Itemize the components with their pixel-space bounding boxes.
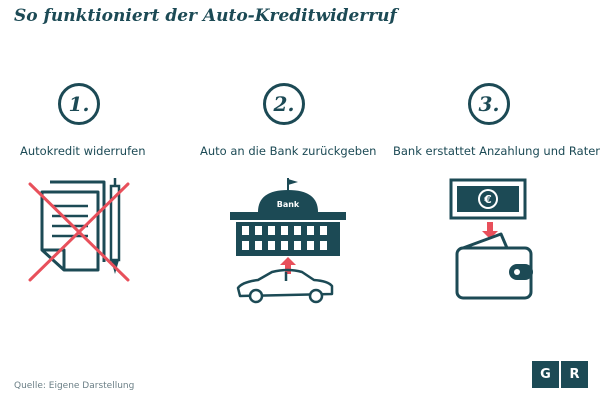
step-2-label: Auto an die Bank zurückgeben — [200, 144, 377, 158]
refund-illustration: € — [449, 178, 533, 300]
step-1-label: Autokredit widerrufen — [20, 144, 146, 158]
bank-building-icon: Bank — [230, 178, 346, 256]
logo-letter-g: G — [532, 361, 559, 388]
step-3-label: Bank erstattet Anzahlung und Raten — [393, 144, 600, 158]
banknote-icon: € — [449, 178, 527, 220]
car-icon — [236, 268, 334, 304]
gr-logo: G R — [532, 361, 588, 388]
step-3-number: 3. — [468, 83, 510, 125]
crossed-document-icon — [28, 178, 130, 282]
cross-mark-icon — [28, 182, 130, 282]
bank-sign-label: Bank — [277, 200, 300, 209]
step-1-number: 1. — [58, 83, 100, 125]
logo-letter-r: R — [561, 361, 588, 388]
step-2-number: 2. — [263, 83, 305, 125]
source-note: Quelle: Eigene Darstellung — [14, 381, 135, 391]
euro-symbol: € — [483, 193, 492, 206]
arrow-down-icon — [482, 222, 498, 239]
wallet-icon — [455, 232, 533, 300]
page-title: So funktioniert der Auto-Kreditwiderruf — [14, 6, 397, 26]
bank-car-illustration: Bank — [230, 178, 346, 304]
